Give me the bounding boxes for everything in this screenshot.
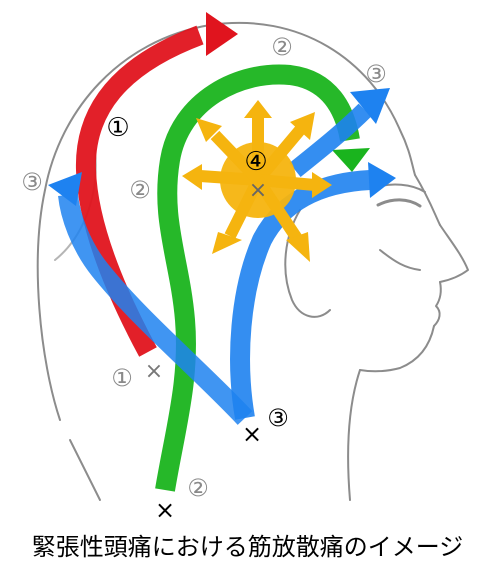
label-1-bottom: ① <box>111 364 133 392</box>
cross-marker-red: × <box>145 359 163 384</box>
label-3-left: ③ <box>21 168 43 196</box>
trigger-markers: × × × × <box>145 178 267 524</box>
ray-tip-top-left <box>196 118 222 142</box>
cross-marker-green: × <box>155 496 175 524</box>
red-arrowhead <box>206 12 238 56</box>
green-band <box>155 64 360 492</box>
blue-arrowhead-left <box>48 172 82 206</box>
ray-tip-left <box>182 164 202 190</box>
ray-tip-top <box>244 100 272 118</box>
label-2-left: ② <box>129 176 151 204</box>
chin-outline <box>359 325 435 373</box>
ray-tip-right <box>312 172 332 198</box>
label-1-top: ① <box>106 113 129 143</box>
cross-marker-blue: × <box>242 420 262 448</box>
eye-outline <box>376 198 422 208</box>
labels: ① ① ② ② ② ③ ③ ③ ④ <box>21 33 387 502</box>
ray-tip-top-right <box>290 112 315 140</box>
skull-outline <box>36 21 416 421</box>
label-2-top: ② <box>271 33 293 61</box>
pain-point-4-orange <box>182 100 332 262</box>
pain-path-2-green <box>155 64 370 492</box>
nose-outline <box>439 224 469 283</box>
orange-rays <box>199 118 316 244</box>
ray-tip-bottom-right <box>286 232 310 262</box>
forehead-outline <box>414 174 441 226</box>
blue-band-left <box>58 193 253 425</box>
neck-front-outline <box>347 369 361 501</box>
blue-band-upper <box>289 103 372 178</box>
cheek-outline <box>379 249 421 271</box>
label-3-bottom: ③ <box>267 404 289 432</box>
green-arrowhead <box>332 148 370 172</box>
label-3-top-right: ③ <box>365 60 387 88</box>
lips-outline <box>433 281 442 327</box>
label-4-center: ④ <box>244 147 267 177</box>
label-2-bottom: ② <box>187 474 209 502</box>
ray-tip-bottom-left <box>212 232 242 254</box>
blue-arrowhead-upper <box>350 88 390 124</box>
cross-marker-center: × <box>249 178 267 203</box>
head-outline <box>36 21 469 501</box>
diagram-caption: 緊張性頭痛における筋放散痛のイメージ <box>31 533 464 561</box>
blue-arrowhead-center <box>368 162 396 198</box>
neck-back-outline <box>69 439 101 501</box>
